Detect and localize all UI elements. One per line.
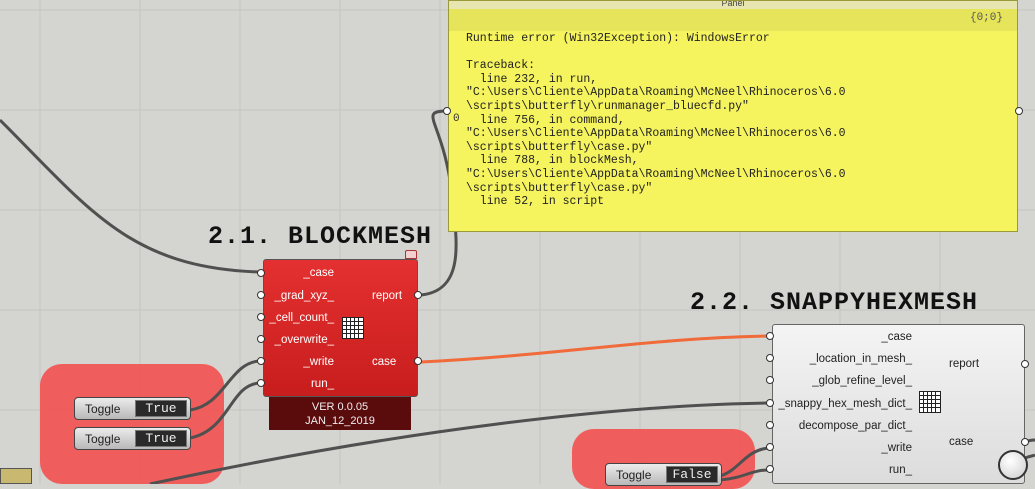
snappy-input-run: run_ [888,464,912,476]
toggle-group-blockmesh[interactable] [40,364,224,484]
blockmesh-port-report[interactable] [414,291,422,299]
snappy-input-write: _write [881,442,912,454]
error-panel[interactable]: Panel {0;0} 0 Runtime error (Win32Except… [448,0,1018,232]
snappy-output-case: case [949,436,974,448]
blockmesh-input-write: _write [303,356,334,368]
snappy-input-decompose: decompose_par_dict_ [798,420,912,432]
panel-row-highlight [449,9,1017,31]
blockmesh-input-overwrite: _overwrite_ [274,334,334,346]
snappy-output-report: report [949,358,980,370]
toolbar-icons[interactable] [0,468,32,484]
blockmesh-port-cell[interactable] [257,313,265,321]
blockmesh-input-grad-xyz: _grad_xyz_ [274,290,334,302]
boolean-toggle-snappy[interactable]: Toggle False [605,463,722,486]
wire-bottom-to-snappy-dict [149,401,770,484]
snappy-port-case[interactable] [766,332,774,340]
snappyhexmesh-component[interactable]: _case _location_in_mesh_ _glob_refine_le… [772,324,1025,484]
wire-case-to-snappy [420,334,770,364]
blockmesh-output-report: report [372,290,403,302]
snappy-port-write[interactable] [766,443,774,451]
mesh-grid-icon [919,391,941,413]
snappy-input-refine: _glob_refine_level_ [812,375,912,387]
snappy-port-case-out[interactable] [1021,438,1029,446]
snappy-port-refine[interactable] [766,376,774,384]
snappy-port-report[interactable] [1021,360,1029,368]
blockmesh-component[interactable]: _case _grad_xyz_ _cell_count_ _overwrite… [263,259,418,397]
toggle-value[interactable]: False [666,466,718,483]
panel-error-text: Runtime error (Win32Exception): WindowsE… [466,32,846,209]
panel-row-index: 0 [453,113,460,125]
warning-flag-icon[interactable] [405,250,417,259]
snappy-port-dict[interactable] [766,399,774,407]
wire-toggle2-run [189,381,261,440]
blockmesh-port-case-out[interactable] [414,357,422,365]
blockmesh-input-cell-count: _cell_count_ [269,312,334,324]
blockmesh-port-grad[interactable] [257,291,265,299]
snappy-title: 2.2. SNAPPYHEXMESH [690,288,979,317]
toggle-label: Toggle [85,432,121,446]
dial-icon[interactable] [998,450,1028,480]
wire-case-in [0,118,261,274]
snappy-port-location[interactable] [766,354,774,362]
blockmesh-output-case: case [372,356,397,368]
toggle-value[interactable]: True [135,430,187,447]
wire-toggle3-run [719,468,770,482]
boolean-toggle-write[interactable]: Toggle True [74,397,191,420]
snappy-port-decompose[interactable] [766,421,774,429]
blockmesh-title: 2.1. BLOCKMESH [208,222,433,251]
snappy-input-case: _case [881,331,912,343]
wire-toggle1-write [189,359,261,412]
blockmesh-version-badge: VER 0.0.05 JAN_12_2019 [269,397,411,430]
blockmesh-port-overwrite[interactable] [257,335,265,343]
blockmesh-port-write[interactable] [257,357,265,365]
date-label: JAN_12_2019 [305,415,375,427]
blockmesh-port-case[interactable] [257,269,265,277]
wire-toggle3-write [719,446,770,478]
panel-input-port[interactable] [443,107,451,115]
toggle-label: Toggle [616,468,652,482]
boolean-toggle-run[interactable]: Toggle True [74,427,191,450]
toggle-value[interactable]: True [135,400,187,417]
mesh-grid-icon [342,317,364,339]
blockmesh-input-run: run_ [310,378,334,390]
blockmesh-port-run[interactable] [257,379,265,387]
panel-output-port[interactable] [1015,107,1023,115]
snappy-port-run[interactable] [766,465,774,473]
snappy-input-location: _location_in_mesh_ [809,353,912,365]
blockmesh-input-case: _case [303,267,334,279]
panel-path-index: {0;0} [969,12,1003,24]
version-label: VER 0.0.05 [311,401,369,413]
toggle-label: Toggle [85,402,121,416]
snappy-input-dict: _snappy_hex_mesh_dict_ [778,398,912,410]
